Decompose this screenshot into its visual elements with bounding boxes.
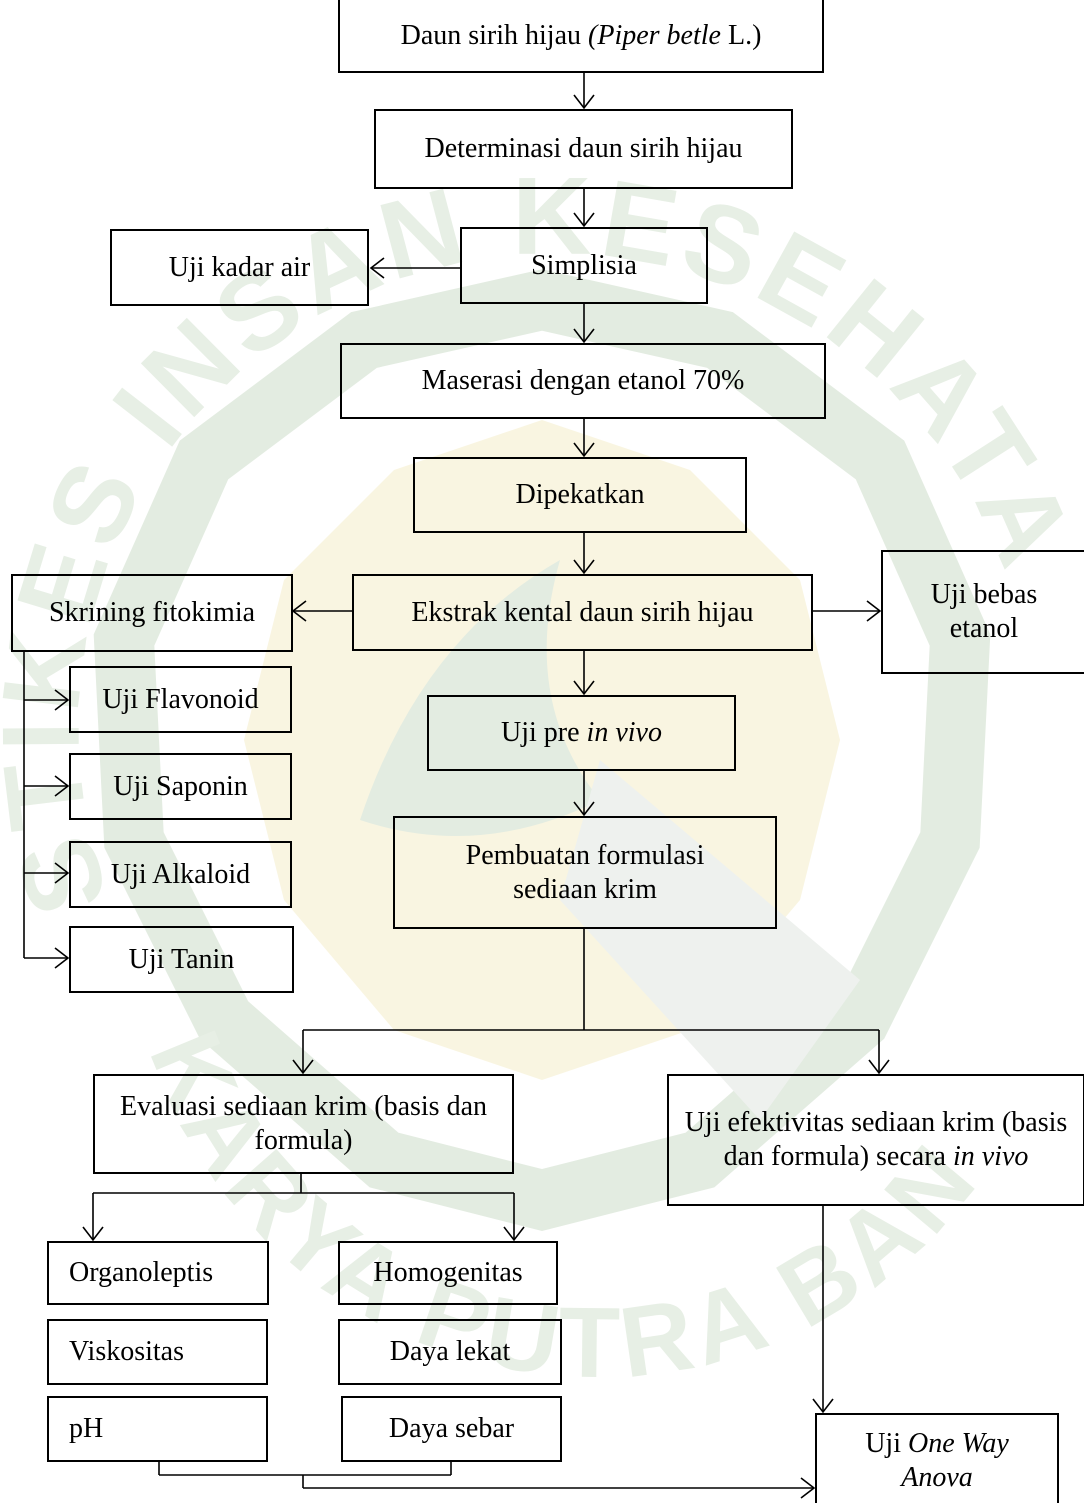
node-daya-lekat-label: Daya lekat [389, 1336, 511, 1367]
node-simplisia-label: Simplisia [531, 249, 637, 281]
node-daun-sirih: Daun sirih hijau (Piper betle L.) [338, 0, 824, 73]
node-evaluasi-sediaan-label: Evaluasi sediaan krim (basis dan formula… [119, 1091, 487, 1156]
node-ekstrak-kental-label: Ekstrak kental daun sirih hijau [411, 596, 754, 628]
node-skrining-fitokimia: Skrining fitokimia [11, 574, 293, 652]
node-pembuatan-formulasi-label: Pembuatan formulasi sediaan krim [465, 839, 705, 905]
node-viskositas-label: Viskositas [69, 1336, 184, 1367]
node-daya-sebar: Daya sebar [341, 1396, 562, 1462]
arrowhead [573, 559, 595, 575]
node-pembuatan-formulasi: Pembuatan formulasi sediaan krim [393, 816, 777, 929]
node-uji-efektivitas-label: Uji efektivitas sediaan krim (basis dan … [684, 1107, 1068, 1172]
node-viskositas: Viskositas [47, 1319, 268, 1385]
arrowhead [54, 947, 70, 969]
node-evaluasi-sediaan: Evaluasi sediaan krim (basis dan formula… [93, 1074, 514, 1174]
node-uji-tanin-label: Uji Tanin [128, 943, 235, 975]
node-uji-alkaloid: Uji Alkaloid [69, 841, 292, 908]
arrowhead [800, 1477, 816, 1499]
node-uji-saponin: Uji Saponin [69, 753, 292, 820]
arrowhead [292, 1059, 314, 1075]
node-uji-one-way-anova: Uji One Way Anova [815, 1413, 1059, 1503]
node-daya-lekat: Daya lekat [338, 1319, 562, 1385]
node-uji-pre-in-vivo-label: Uji pre in vivo [501, 717, 662, 748]
node-organoleptis-label: Organoleptis [69, 1257, 214, 1288]
node-uji-kadar-air-label: Uji kadar air [168, 251, 311, 283]
arrowhead [573, 212, 595, 228]
arrowhead [54, 862, 70, 884]
node-organoleptis: Organoleptis [47, 1241, 269, 1305]
node-uji-flavonoid-label: Uji Flavonoid [102, 683, 259, 715]
node-ph-label: pH [69, 1413, 104, 1444]
node-uji-bebas-etanol-label: Uji bebas etanol [930, 579, 1038, 644]
arrowhead [866, 600, 882, 622]
node-ekstrak-kental: Ekstrak kental daun sirih hijau [352, 574, 813, 651]
node-determinasi-label: Determinasi daun sirih hijau [424, 133, 743, 164]
node-uji-efektivitas: Uji efektivitas sediaan krim (basis dan … [667, 1074, 1084, 1206]
node-daya-sebar-label: Daya sebar [388, 1413, 515, 1444]
arrowhead [868, 1059, 890, 1075]
arrowhead [82, 1226, 104, 1242]
node-uji-one-way-anova-label: Uji One Way Anova [865, 1428, 1009, 1493]
arrowhead [369, 257, 385, 279]
arrowhead [503, 1226, 525, 1242]
node-maserasi-label: Maserasi dengan etanol 70% [421, 365, 745, 396]
node-homogenitas-label: Homogenitas [373, 1257, 523, 1288]
node-homogenitas: Homogenitas [338, 1241, 558, 1305]
node-maserasi: Maserasi dengan etanol 70% [340, 343, 826, 419]
node-uji-saponin-label: Uji Saponin [113, 770, 248, 802]
node-uji-flavonoid: Uji Flavonoid [69, 666, 292, 733]
arrowhead [291, 600, 307, 622]
arrowhead [573, 442, 595, 458]
node-determinasi: Determinasi daun sirih hijau [374, 109, 793, 189]
node-skrining-fitokimia-label: Skrining fitokimia [48, 597, 256, 628]
node-dipekatkan: Dipekatkan [413, 457, 747, 533]
node-ph: pH [47, 1396, 268, 1462]
arrowhead [573, 328, 595, 344]
arrowhead [573, 680, 595, 696]
node-daun-sirih-label: Daun sirih hijau (Piper betle L.) [400, 19, 762, 51]
node-uji-bebas-etanol: Uji bebas etanol [881, 550, 1084, 674]
arrowhead [54, 775, 70, 797]
arrowhead [573, 94, 595, 110]
arrowhead [573, 801, 595, 817]
arrowhead [812, 1398, 834, 1414]
node-uji-kadar-air: Uji kadar air [110, 229, 369, 306]
arrowhead [54, 689, 70, 711]
node-uji-pre-in-vivo: Uji pre in vivo [427, 695, 736, 771]
node-uji-alkaloid-label: Uji Alkaloid [110, 858, 251, 890]
node-simplisia: Simplisia [460, 227, 708, 304]
node-uji-tanin: Uji Tanin [69, 926, 294, 993]
node-dipekatkan-label: Dipekatkan [515, 479, 645, 510]
